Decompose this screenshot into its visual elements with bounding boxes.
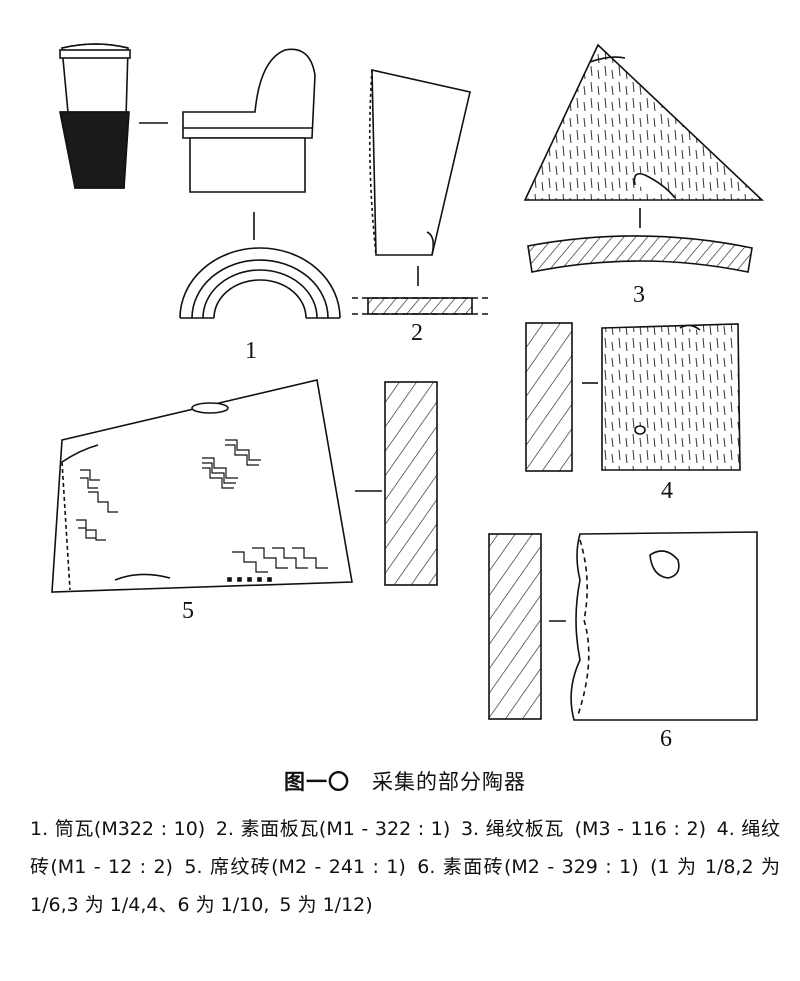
legend-item-3-id: (M3 - 116 : 2) [574,818,707,840]
label-5: 5 [182,598,194,624]
legend-item-1: 1. 筒瓦(M322 : 10) [30,818,206,840]
item-2-plain-flat-tile [352,68,488,315]
item-3-cord-marked-flat-tile [523,43,765,273]
item-6-plain-brick [488,531,758,721]
legend-scale-end: 5 为 1/12) [279,894,373,916]
legend-item-6: 6. 素面砖(M2 - 329 : 1) [417,856,639,878]
legend-item-2: 2. 素面板瓦(M1 - 322 : 1) [215,818,451,840]
figure-legend: 1. 筒瓦(M322 : 10) 2. 素面板瓦(M1 - 322 : 1) 3… [30,810,780,924]
legend-scale: (1 为 1/8,2 为 1/6,3 为 1/4,4、6 为 1/10, [30,856,780,916]
item-5-mat-patterned-brick [51,379,438,593]
legend-item-5: 5. 席纹砖(M2 - 241 : 1) [184,856,406,878]
label-3: 3 [633,282,645,308]
label-4: 4 [661,478,673,504]
figure-title: 图一〇采集的部分陶器 [30,766,780,796]
legend-item-3: 3. 绳纹板瓦 [460,818,565,840]
label-2: 2 [411,320,423,346]
label-1: 1 [245,338,257,364]
legend-item-4: 4. 绳纹砖(M1 - 12 : 2) [30,818,781,878]
item-4-cord-marked-brick [525,322,741,472]
label-6: 6 [660,726,672,752]
figure-drawing [51,43,765,721]
item-1-tube-tile [59,43,341,319]
pottery-figure: 1 2 3 4 5 6 [51,43,765,752]
figure-title-text: 采集的部分陶器 [372,770,526,794]
figure-number: 图一〇 [284,770,350,794]
caption-block: 图一〇采集的部分陶器 1. 筒瓦(M322 : 10) 2. 素面板瓦(M1 -… [30,766,780,924]
